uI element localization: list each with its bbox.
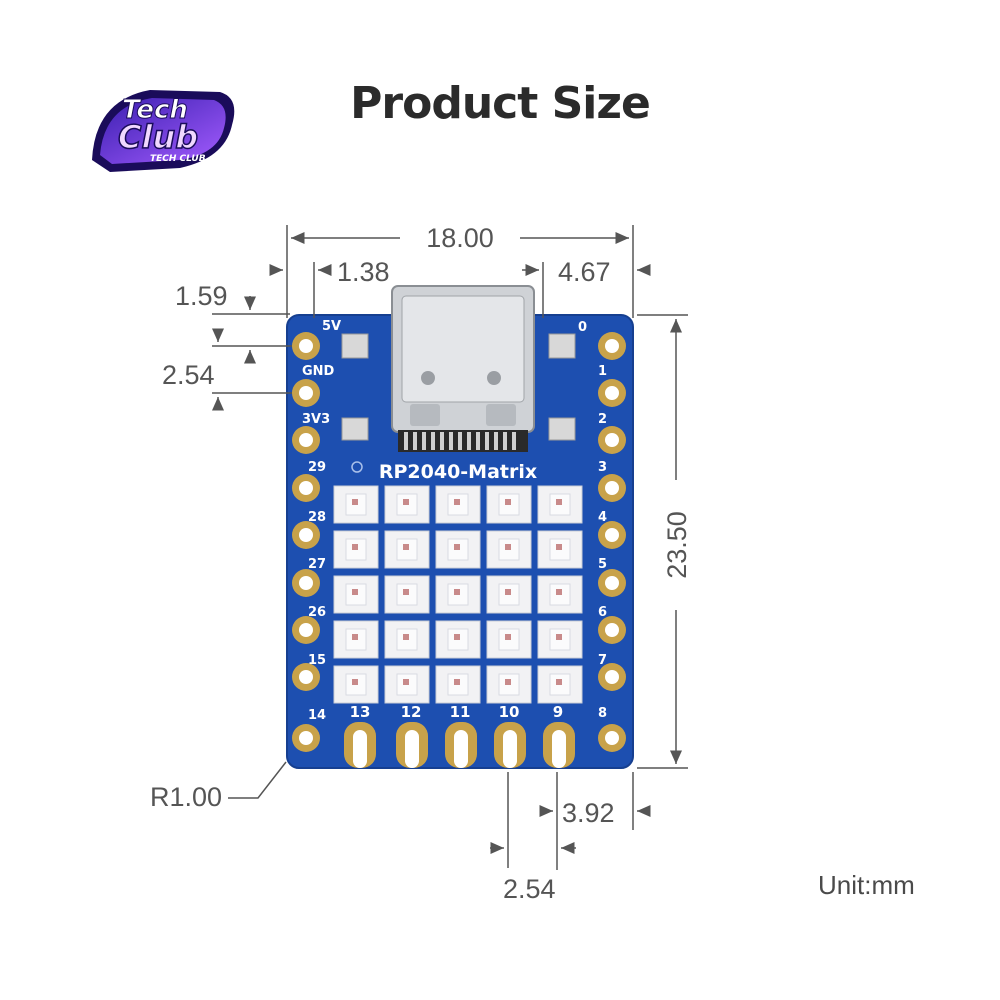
- logo-text-main: Club: [118, 118, 198, 156]
- dim-width: 18.00: [426, 223, 494, 253]
- rgb-led: [333, 620, 379, 659]
- rgb-led: [486, 485, 532, 524]
- rp2040-board: RP2040-Matrix 5V GND 3V3 29 28 27 26 15 …: [286, 285, 634, 769]
- rgb-led: [486, 530, 532, 569]
- left-pin-label: 26: [308, 605, 326, 620]
- left-pin-label: 5V: [322, 319, 341, 334]
- left-pin-label: GND: [302, 364, 335, 379]
- rgb-led: [384, 485, 430, 524]
- rgb-led: [537, 575, 583, 614]
- rgb-led: [384, 575, 430, 614]
- rgb-led: [435, 485, 481, 524]
- rgb-led: [537, 485, 583, 524]
- right-pin-label: 3: [598, 460, 607, 475]
- rgb-led: [333, 575, 379, 614]
- bottom-pin-label: 12: [401, 703, 422, 721]
- bottom-pin-label: 10: [499, 703, 520, 721]
- rgb-led: [537, 665, 583, 704]
- left-pin-label: 27: [308, 557, 326, 572]
- dim-hole-offset: 1.59: [175, 281, 228, 311]
- rgb-led: [384, 665, 430, 704]
- dim-bottom-right: 3.92: [562, 798, 615, 828]
- left-pad-column: [292, 332, 320, 752]
- bottom-pad-row: [344, 722, 575, 768]
- rgb-led: [384, 620, 430, 659]
- dim-usb-right: 4.67: [558, 257, 611, 287]
- dimension-lines: [212, 225, 688, 870]
- rgb-led: [333, 485, 379, 524]
- right-pin-label: 2: [598, 412, 607, 427]
- brand-logo: Tech Club TECH CLUB: [92, 90, 235, 172]
- dim-pitch-left: 2.54: [162, 360, 215, 390]
- rgb-led: [486, 620, 532, 659]
- dim-pitch-bottom: 2.54: [503, 874, 556, 904]
- fiducial-mark: [351, 461, 363, 473]
- unit-label: Unit:mm: [818, 870, 915, 900]
- rgb-led: [537, 620, 583, 659]
- logo-text-small: TECH CLUB: [150, 154, 206, 164]
- right-pin-label: 7: [598, 653, 607, 668]
- usb-c-connector: [341, 285, 576, 452]
- rgb-led: [333, 665, 379, 704]
- rgb-led: [486, 665, 532, 704]
- right-pin-label: 4: [598, 510, 607, 525]
- left-pin-label: 29: [308, 460, 326, 475]
- rgb-led: [435, 575, 481, 614]
- right-pin-label: 8: [598, 706, 607, 721]
- rgb-led: [435, 620, 481, 659]
- right-pin-label: 1: [598, 364, 607, 379]
- bottom-pin-label: 11: [450, 703, 471, 721]
- dim-usb-left: 1.38: [337, 257, 390, 287]
- rgb-led: [486, 575, 532, 614]
- dim-height: 23.50: [662, 511, 692, 579]
- rgb-led: [435, 665, 481, 704]
- bottom-pin-label: 13: [350, 703, 371, 721]
- right-pin-label: 6: [598, 605, 607, 620]
- left-pin-label: 14: [308, 708, 326, 723]
- right-pin-label: 5: [598, 557, 607, 572]
- led-matrix: [333, 485, 583, 704]
- board-name: RP2040-Matrix: [379, 461, 537, 483]
- rgb-led: [537, 530, 583, 569]
- left-pin-label: 3V3: [302, 412, 330, 427]
- left-pin-label: 28: [308, 510, 326, 525]
- rgb-led: [435, 530, 481, 569]
- logo-text-top: Tech: [122, 95, 188, 125]
- page-title: Product Size: [350, 78, 651, 129]
- bottom-pin-label: 9: [553, 703, 563, 721]
- dim-corner-radius: R1.00: [150, 782, 222, 812]
- rgb-led: [333, 530, 379, 569]
- right-pad-column: [598, 332, 626, 752]
- rgb-led: [384, 530, 430, 569]
- left-pin-label: 15: [308, 653, 326, 668]
- right-pin-label: 0: [578, 320, 587, 335]
